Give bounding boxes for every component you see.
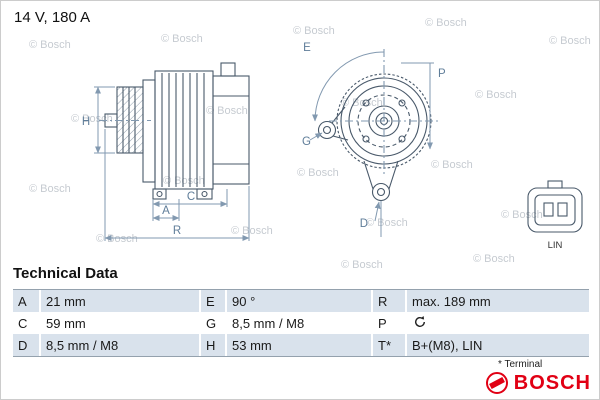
- bosch-wordmark: BOSCH: [513, 372, 591, 394]
- cell-value: [405, 312, 589, 334]
- table-row: A 21 mm E 90 ° R max. 189 mm: [13, 290, 589, 312]
- cell-value: max. 189 mm: [405, 290, 589, 312]
- cell-label: T*: [371, 334, 405, 356]
- dim-label-g: G: [302, 136, 311, 148]
- bosch-symbol-icon: [485, 372, 508, 394]
- cell-value: 59 mm: [39, 312, 199, 334]
- cell-value: 90 °: [225, 290, 371, 312]
- alternator-front-view: [317, 49, 439, 202]
- connector-label: LIN: [548, 240, 563, 251]
- dim-label-d: D: [360, 218, 368, 230]
- terminal-footnote: * Terminal: [498, 359, 543, 370]
- table-row: D 8,5 mm / M8 H 53 mm T* B+(M8), LIN: [13, 334, 589, 356]
- cell-value: 53 mm: [225, 334, 371, 356]
- bosch-logo: BOSCH: [485, 371, 591, 395]
- table-row: C 59 mm G 8,5 mm / M8 P: [13, 312, 589, 334]
- rotation-cw-icon: [413, 315, 427, 332]
- technical-data-table: A 21 mm E 90 ° R max. 189 mm C 59 mm G 8…: [13, 289, 589, 357]
- side-view-dimensions: [94, 86, 250, 241]
- dim-label-e: E: [303, 42, 311, 54]
- dim-label-p: P: [438, 68, 446, 80]
- front-view-dimensions: [309, 51, 434, 237]
- cell-value: B+(M8), LIN: [405, 334, 589, 356]
- dim-label-r: R: [173, 225, 181, 237]
- dim-label-a: A: [162, 205, 170, 217]
- cell-label: E: [199, 290, 225, 312]
- cell-label: D: [18, 337, 28, 353]
- technical-data-title: Technical Data: [13, 265, 118, 282]
- cell-label: G: [199, 312, 225, 334]
- dim-label-c: C: [187, 191, 195, 203]
- cell-label: P: [371, 312, 405, 334]
- rating-label: 14 V, 180 A: [14, 9, 91, 26]
- cell-value: 8,5 mm / M8: [39, 334, 199, 356]
- technical-drawing: H A C R: [82, 42, 583, 251]
- cell-value: 21 mm: [39, 290, 199, 312]
- cell-value: 8,5 mm / M8: [225, 312, 371, 334]
- cell-label: R: [371, 290, 405, 312]
- cell-label: H: [199, 334, 225, 356]
- cell-label: C: [18, 315, 28, 331]
- connector-detail: [527, 180, 583, 233]
- alternator-side-view: [99, 62, 250, 200]
- dim-label-h: H: [82, 116, 90, 128]
- cell-label: A: [18, 293, 27, 309]
